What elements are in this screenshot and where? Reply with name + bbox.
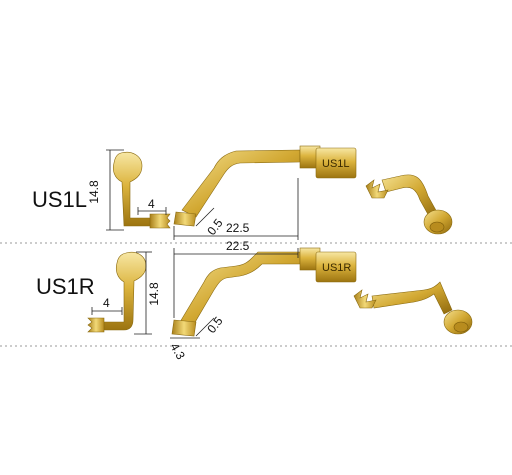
perspective-view-us1l <box>365 174 453 235</box>
instrument-main-us1r <box>170 247 357 339</box>
tip-side-view-us1l <box>106 149 171 231</box>
dim-tip-us1r: 4 <box>103 296 110 310</box>
instrument-main-us1l <box>173 145 357 240</box>
perspective-view-us1r <box>353 281 473 335</box>
dim-length-us1r: 22.5 <box>226 239 250 253</box>
shank-label-us1l: US1L <box>322 158 350 170</box>
dim-length-us1l: 22.5 <box>226 221 250 235</box>
dim-thickness-us1l: 0.5 <box>204 216 226 238</box>
dim-thickness-us1r: 0.5 <box>204 314 226 336</box>
dim-tip-us1l: 4 <box>148 197 155 211</box>
dim-width-us1r: 4.3 <box>167 341 188 363</box>
shank-label-us1r: US1R <box>322 262 351 274</box>
dim-height-us1l: 14.8 <box>87 180 101 204</box>
model-label-us1r: US1R <box>36 274 95 299</box>
tip-side-view-us1r <box>87 251 152 335</box>
model-label-us1l: US1L <box>32 187 87 212</box>
dim-height-us1r: 14.8 <box>147 282 161 306</box>
